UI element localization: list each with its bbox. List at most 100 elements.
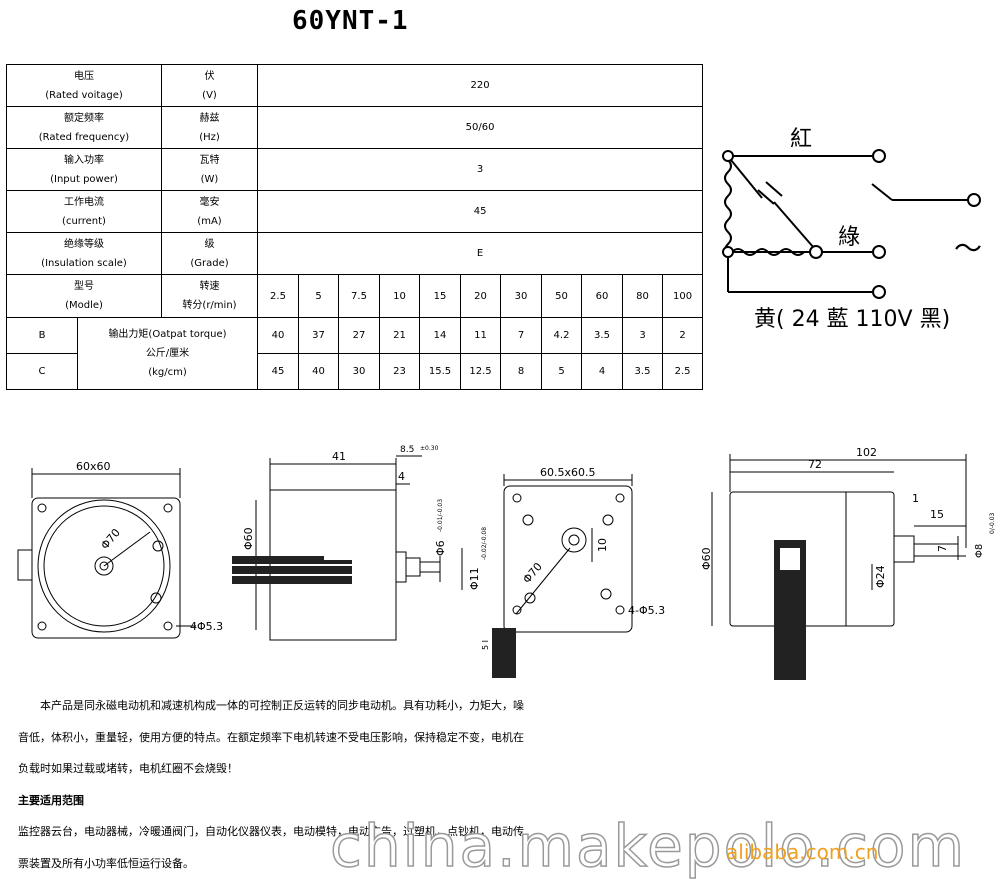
dimension-drawings: 60x60 Φ70 4Φ5.3 41 8.5 ±0.30 4 Φ60 Φ6 -0… xyxy=(17,445,996,680)
param-name-cell: 绝缘等级(Insulation scale) xyxy=(6,232,162,275)
param-name-en: (current) xyxy=(62,215,106,227)
right-shaft-tol-label: 0/-0.03 xyxy=(989,512,996,534)
param-value-cell: 220 xyxy=(256,64,704,107)
param-unit-en: (V) xyxy=(202,89,217,101)
side-shaft-len-label: 8.5 xyxy=(400,445,414,455)
speed-value: 15 xyxy=(433,290,447,302)
torque-c-value: 12.5 xyxy=(469,366,492,377)
spec-row: 绝缘等级(Insulation scale)级(Grade)E xyxy=(6,232,704,275)
speed-value: 2.5 xyxy=(270,290,286,302)
side-shaft-tol2-label: -0.01/-0.03 xyxy=(437,499,444,532)
right-hub-label: Φ24 xyxy=(874,565,887,588)
param-value-cell: 45 xyxy=(256,190,704,233)
torque-c-value: 5 xyxy=(558,366,565,377)
speed-value: 60 xyxy=(595,290,609,302)
torque-b-value: 2 xyxy=(679,330,686,341)
product-description: 本产品是同永磁电动机和减速机构成一体的可控制正反运转的同步电动机。具有功耗小，力… xyxy=(18,690,588,879)
front2-dia-label: Φ70 xyxy=(520,560,545,586)
torque-c-value: 40 xyxy=(312,366,325,377)
page-title: 60YNT-1 xyxy=(292,6,409,36)
torque-b-value: 11 xyxy=(474,330,487,341)
param-unit-cell: 伏(V) xyxy=(161,64,258,107)
front-width-label: 60x60 xyxy=(76,460,111,473)
watermark-alibaba: alibaba.com.cn xyxy=(726,840,879,864)
param-unit-cn: 瓦特 xyxy=(199,154,220,166)
param-unit-cn: 赫兹 xyxy=(199,112,220,124)
spec-row: 工作电流(current)毫安(mA)45 xyxy=(6,190,704,233)
speed-value: 100 xyxy=(673,290,693,302)
wiring-diagram: 紅 綠 ～ 黄( 24 藍 110V 黑) xyxy=(722,127,982,332)
torque-b-value: 4.2 xyxy=(553,330,570,341)
right-dia-label: Φ60 xyxy=(700,547,713,570)
speed-cell: 15 xyxy=(419,274,461,318)
torque-b-value: 27 xyxy=(352,330,366,341)
torque-b-value: 40 xyxy=(271,330,285,341)
torque-c-cell: 23 xyxy=(379,353,420,390)
torque-c-cell: 2.5 xyxy=(661,353,704,390)
desc-line-1: 本产品是同永磁电动机和减速机构成一体的可控制正反运转的同步电动机。具有功耗小，力… xyxy=(40,699,524,712)
desc-line-3: 负载时如果过载或堵转，电机红圈不会烧毁！ xyxy=(18,762,238,775)
right-small1-label: 1 xyxy=(912,492,919,505)
torque-b-cell: 21 xyxy=(379,317,420,354)
torque-b-value: 21 xyxy=(393,330,406,341)
torque-b-value: 7 xyxy=(517,330,525,341)
speed-cn: 转速 xyxy=(199,281,220,292)
torque-label-cell: 输出力矩(Oatpat torque)公斤/厘米(kg/cm) xyxy=(77,317,258,390)
param-unit-en: (Grade) xyxy=(190,257,229,269)
torque-c-value: 2.5 xyxy=(674,366,691,377)
torque-c-cell: 3.5 xyxy=(622,353,663,390)
model-en: (Modle) xyxy=(65,300,103,311)
param-name-en: (Rated voitage) xyxy=(45,89,123,101)
side-len-label: 41 xyxy=(332,450,346,463)
front-dia-label: Φ70 xyxy=(98,526,123,552)
torque-b-value: 14 xyxy=(433,330,447,341)
torque-b-cell: 2 xyxy=(661,317,704,354)
front2-offset-label: 10 xyxy=(596,538,609,552)
speed-value: 10 xyxy=(393,290,406,302)
speed-cell: 5 xyxy=(298,274,339,318)
torque-c-value: 45 xyxy=(271,366,285,377)
speed-value: 5 xyxy=(315,290,322,302)
front-holes-label: 4Φ5.3 xyxy=(190,620,223,633)
speed-cell: 80 xyxy=(622,274,663,318)
side-shaft-tol-label: ±0.30 xyxy=(420,445,439,452)
application-heading: 主要适用范围 xyxy=(18,793,84,807)
front2-bottom-label: 5 I xyxy=(481,640,490,650)
torque-b-cell: 11 xyxy=(460,317,501,354)
param-name-en: (Insulation scale) xyxy=(41,257,127,269)
torque-label-3: (kg/cm) xyxy=(148,367,187,378)
torque-b-value: 3 xyxy=(639,330,646,341)
torque-b-cell: 37 xyxy=(298,317,339,354)
torque-c-value: 23 xyxy=(393,366,406,377)
side-boss-label: Φ11 xyxy=(468,567,481,590)
torque-b-cell: 4.2 xyxy=(541,317,582,354)
right-body-label: 72 xyxy=(808,458,822,471)
wire-bottom-label: 黄( 24 藍 110V 黑) xyxy=(754,307,950,332)
row-b-label-cell: B xyxy=(6,317,78,354)
torque-b-cell: 3 xyxy=(622,317,663,354)
watermark-makepolo: china.makepolo.com xyxy=(329,811,966,881)
torque-c-cell: 15.5 xyxy=(419,353,461,390)
param-unit-cell: 赫兹(Hz) xyxy=(161,106,258,149)
front2-width-label: 60.5x60.5 xyxy=(540,466,596,479)
spec-row: 输入功率(Input power)瓦特(W)3 xyxy=(6,148,704,191)
torque-c-cell: 5 xyxy=(541,353,582,390)
param-name-en: (Rated frequency) xyxy=(38,131,130,143)
speed-header-cell: 转速转分(r/min) xyxy=(161,274,258,318)
param-unit-cell: 毫安(mA) xyxy=(161,190,258,233)
param-value-cell: 3 xyxy=(256,148,704,191)
torque-c-cell: 30 xyxy=(338,353,380,390)
param-value: 50/60 xyxy=(465,122,495,133)
row-c-label: C xyxy=(38,366,46,377)
model-cn: 型号 xyxy=(74,281,94,292)
param-unit-cell: 级 (Grade) xyxy=(161,232,258,275)
param-unit-en: (mA) xyxy=(197,215,222,227)
param-unit-cn: 级 xyxy=(204,238,215,250)
torque-label-2: 公斤/厘米 xyxy=(145,348,190,359)
torque-c-cell: 45 xyxy=(257,353,299,390)
param-name-cell: 工作电流(current) xyxy=(6,190,162,233)
param-name-cn: 电压 xyxy=(74,70,94,82)
spec-row: 额定频率(Rated frequency)赫兹(Hz)50/60 xyxy=(6,106,704,149)
